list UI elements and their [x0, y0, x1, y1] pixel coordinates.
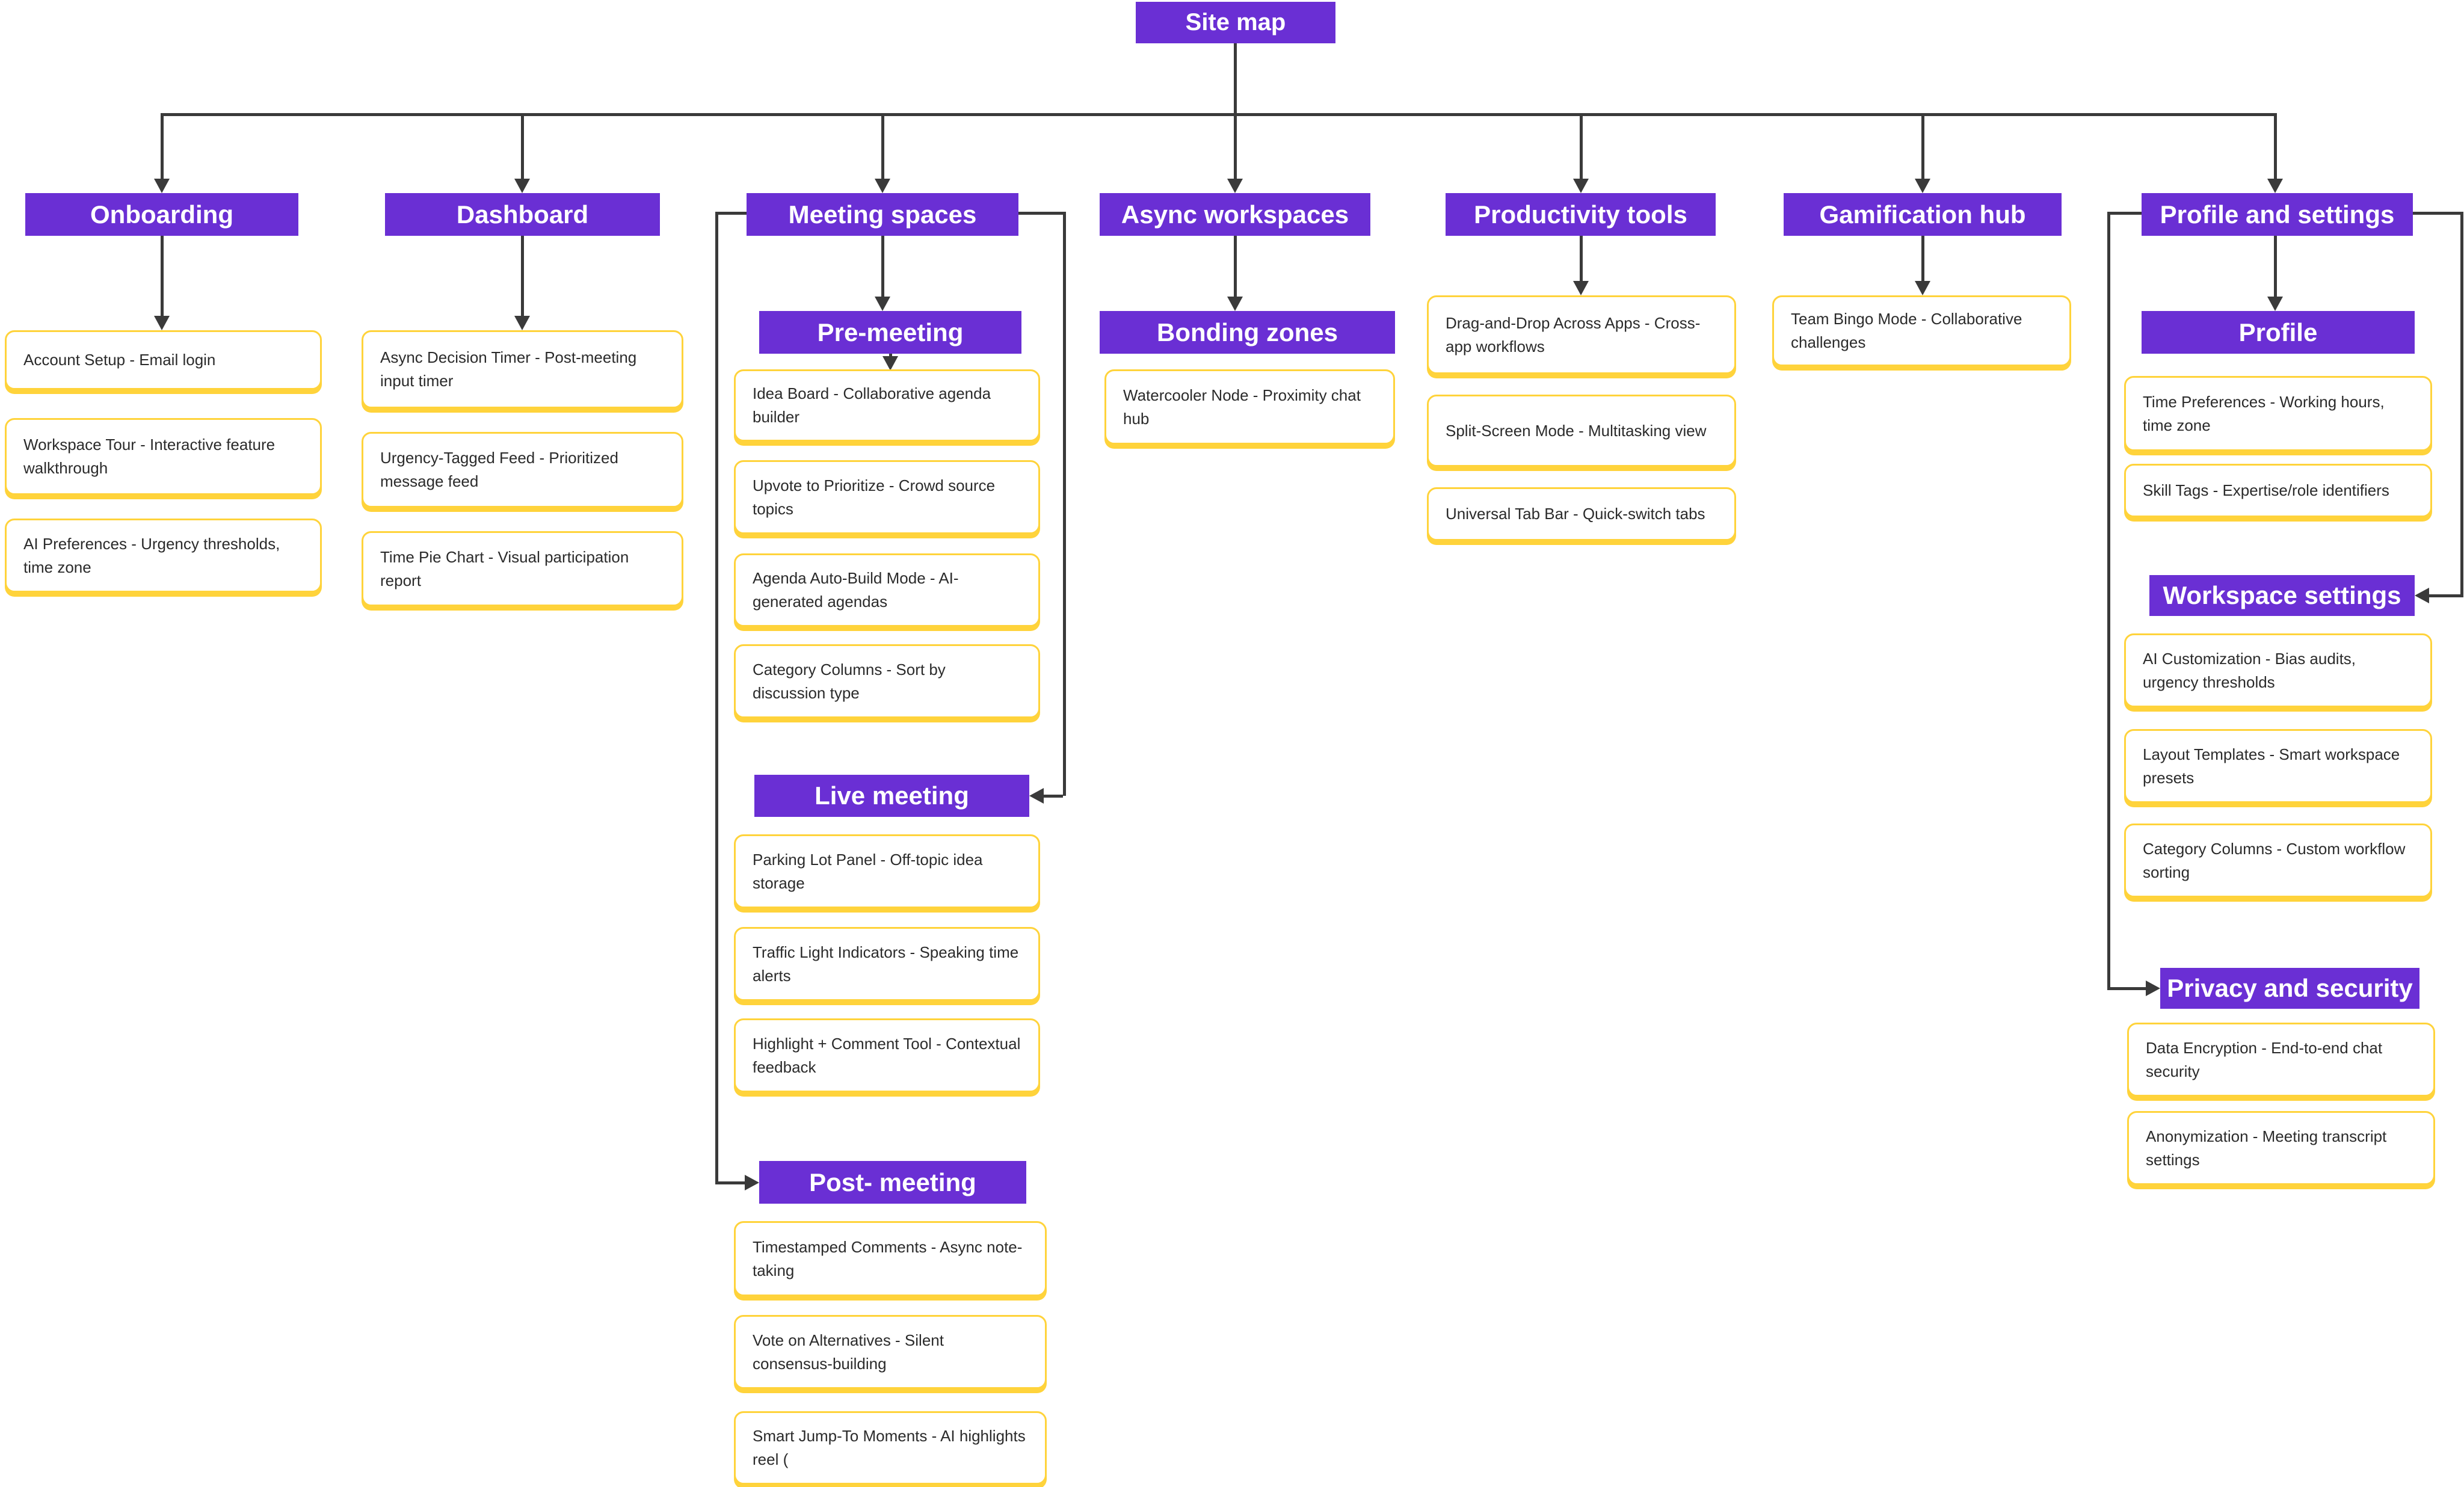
card-ai-customization[interactable]: AI Customization - Bias audits, urgency …	[2124, 633, 2432, 707]
arrowhead-left-icon	[1029, 788, 1044, 804]
node-async-workspaces[interactable]: Async workspaces	[1100, 193, 1370, 236]
node-meeting-spaces[interactable]: Meeting spaces	[747, 193, 1018, 236]
connector-line	[715, 1181, 745, 1184]
arrowhead-down-icon	[154, 316, 170, 330]
card-universal-tab-bar[interactable]: Universal Tab Bar - Quick-switch tabs	[1427, 487, 1736, 541]
node-bonding-zones[interactable]: Bonding zones	[1100, 311, 1395, 354]
card-traffic-light-indicators[interactable]: Traffic Light Indicators - Speaking time…	[734, 927, 1040, 1001]
card-team-bingo-mode[interactable]: Team Bingo Mode - Collaborative challeng…	[1772, 295, 2071, 366]
card-workspace-tour[interactable]: Workspace Tour - Interactive feature wal…	[5, 418, 322, 495]
connector-line	[1234, 113, 1237, 179]
arrowhead-down-icon	[1573, 281, 1589, 295]
connector-line	[2274, 236, 2277, 297]
card-split-screen-mode[interactable]: Split-Screen Mode - Multitasking view	[1427, 395, 1736, 467]
connector-line	[2107, 212, 2142, 215]
connector-line	[715, 212, 718, 1183]
connector-line	[1044, 795, 1063, 798]
card-time-pie-chart[interactable]: Time Pie Chart - Visual participation re…	[362, 531, 683, 606]
arrowhead-down-icon	[2267, 297, 2283, 311]
connector-line	[1921, 236, 1924, 281]
arrowhead-down-icon	[1573, 179, 1589, 193]
arrowhead-down-icon	[1915, 179, 1930, 193]
node-pre-meeting[interactable]: Pre-meeting	[759, 311, 1021, 354]
arrowhead-left-icon	[2415, 588, 2429, 603]
arrowhead-right-icon	[2146, 981, 2160, 996]
card-urgency-tagged-feed[interactable]: Urgency-Tagged Feed - Prioritized messag…	[362, 432, 683, 508]
connector-line	[161, 236, 164, 316]
connector-line	[1234, 43, 1237, 113]
connector-line	[715, 212, 747, 215]
connector-line	[521, 113, 524, 179]
arrowhead-down-icon	[875, 297, 890, 311]
connector-line	[1018, 212, 1066, 215]
arrowhead-down-icon	[514, 179, 530, 193]
connector-line	[2274, 113, 2277, 179]
arrowhead-down-icon	[2267, 179, 2283, 193]
connector-line	[2429, 594, 2463, 597]
card-upvote-to-prioritize[interactable]: Upvote to Prioritize - Crowd source topi…	[734, 460, 1040, 534]
connector-line	[161, 113, 164, 179]
card-watercooler-node[interactable]: Watercooler Node - Proximity chat hub	[1104, 369, 1395, 445]
node-profile-and-settings[interactable]: Profile and settings	[2142, 193, 2413, 236]
node-onboarding[interactable]: Onboarding	[25, 193, 298, 236]
connector-line	[881, 236, 884, 297]
connector-line	[521, 236, 524, 316]
arrowhead-down-icon	[875, 179, 890, 193]
card-category-columns-sort[interactable]: Category Columns - Sort by discussion ty…	[734, 644, 1040, 718]
card-layout-templates[interactable]: Layout Templates - Smart workspace prese…	[2124, 729, 2432, 803]
connector-line	[1063, 212, 1066, 796]
connector-line	[2413, 212, 2463, 215]
card-time-preferences[interactable]: Time Preferences - Working hours, time z…	[2124, 376, 2432, 451]
card-parking-lot-panel[interactable]: Parking Lot Panel - Off-topic idea stora…	[734, 834, 1040, 908]
card-anonymization[interactable]: Anonymization - Meeting transcript setti…	[2127, 1111, 2435, 1185]
card-ai-preferences[interactable]: AI Preferences - Urgency thresholds, tim…	[5, 519, 322, 593]
card-account-setup[interactable]: Account Setup - Email login	[5, 330, 322, 390]
connector-line	[1580, 236, 1583, 281]
arrowhead-down-icon	[882, 356, 898, 371]
connector-line	[161, 113, 2277, 116]
arrowhead-down-icon	[514, 316, 530, 330]
card-timestamped-comments[interactable]: Timestamped Comments - Async note-taking	[734, 1221, 1047, 1296]
arrowhead-down-icon	[1227, 179, 1243, 193]
card-agenda-auto-build[interactable]: Agenda Auto-Build Mode - AI-generated ag…	[734, 553, 1040, 627]
arrowhead-down-icon	[1915, 281, 1930, 295]
card-highlight-comment-tool[interactable]: Highlight + Comment Tool - Contextual fe…	[734, 1018, 1040, 1092]
connector-line	[1921, 113, 1924, 179]
node-privacy-and-security[interactable]: Privacy and security	[2160, 968, 2419, 1009]
node-profile[interactable]: Profile	[2142, 311, 2415, 354]
node-live-meeting[interactable]: Live meeting	[754, 775, 1029, 817]
arrowhead-right-icon	[745, 1175, 759, 1190]
node-site-map[interactable]: Site map	[1136, 2, 1335, 43]
card-vote-on-alternatives[interactable]: Vote on Alternatives - Silent consensus-…	[734, 1315, 1047, 1389]
connector-line	[1580, 113, 1583, 179]
connector-line	[881, 113, 884, 179]
card-data-encryption[interactable]: Data Encryption - End-to-end chat securi…	[2127, 1023, 2435, 1097]
node-post-meeting[interactable]: Post- meeting	[759, 1161, 1026, 1204]
card-skill-tags[interactable]: Skill Tags - Expertise/role identifiers	[2124, 464, 2432, 517]
node-workspace-settings[interactable]: Workspace settings	[2149, 575, 2415, 616]
connector-line	[1234, 236, 1237, 297]
connector-line	[2460, 212, 2463, 596]
node-gamification-hub[interactable]: Gamification hub	[1784, 193, 2062, 236]
card-idea-board[interactable]: Idea Board - Collaborative agenda builde…	[734, 369, 1040, 442]
card-smart-jump-to-moments[interactable]: Smart Jump-To Moments - AI highlights re…	[734, 1411, 1047, 1485]
card-async-decision-timer[interactable]: Async Decision Timer - Post-meeting inpu…	[362, 330, 683, 408]
card-category-columns-custom[interactable]: Category Columns - Custom workflow sorti…	[2124, 824, 2432, 897]
node-productivity-tools[interactable]: Productivity tools	[1446, 193, 1716, 236]
connector-line	[2107, 987, 2146, 990]
arrowhead-down-icon	[1227, 297, 1243, 311]
arrowhead-down-icon	[154, 179, 170, 193]
card-drag-and-drop[interactable]: Drag-and-Drop Across Apps - Cross-app wo…	[1427, 295, 1736, 374]
connector-line	[2107, 212, 2110, 988]
node-dashboard[interactable]: Dashboard	[385, 193, 660, 236]
